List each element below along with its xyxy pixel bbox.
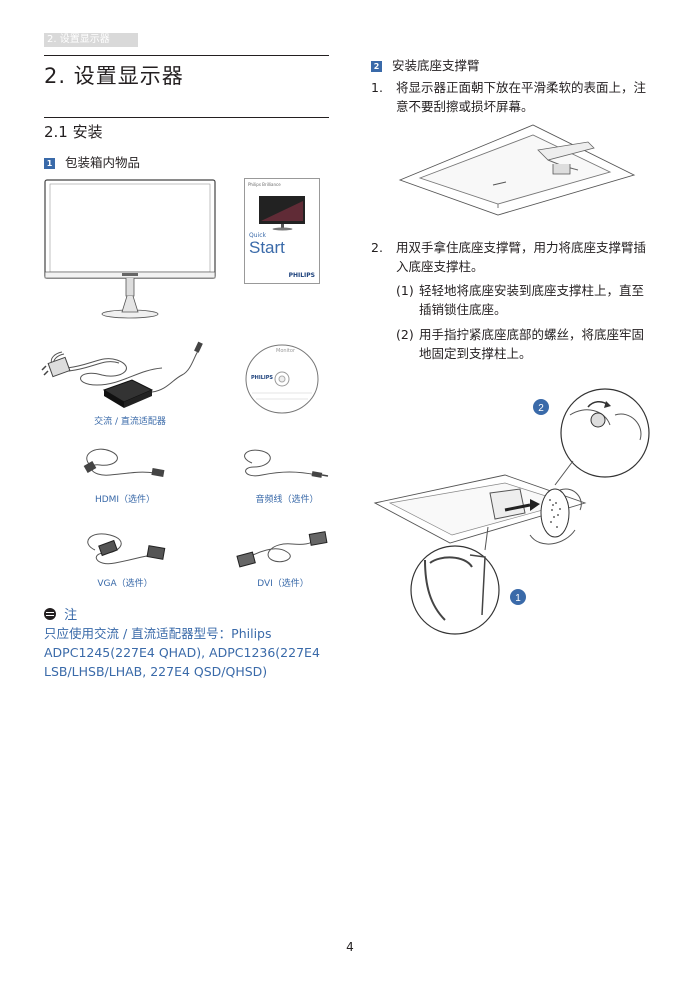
heading-badge: 1: [44, 158, 55, 169]
base-arm-heading-text: 安装底座支撑臂: [391, 58, 480, 73]
substep-1-number: (1): [396, 283, 414, 298]
audio-caption: 音频线（选件）: [255, 495, 319, 505]
step-1-text: 将显示器正面朝下放在平滑柔软的表面上，注意不要刮擦或损坏屏幕。: [396, 80, 647, 114]
cd-label: Monitor: [276, 348, 296, 354]
note-text: 只应使用交流 / 直流适配器型号：Philips ADPC1245(227E4 …: [44, 626, 320, 679]
heading-badge: 2: [371, 61, 382, 72]
quick-start-quick: Quick: [249, 232, 266, 239]
quick-start-top-text: Philips Brilliance: [248, 182, 281, 187]
callout-2: 2: [538, 403, 544, 414]
quick-start-monitor-image: [259, 196, 305, 231]
substep-2-text: 用手指拧紧底座底部的螺丝，将底座牢固地固定到支撑柱上。: [419, 327, 645, 361]
substep-2-number: (2): [396, 327, 414, 342]
page-number: 4: [346, 940, 354, 954]
monitor-illustration: [44, 179, 216, 319]
note-heading: 注: [44, 604, 77, 623]
audio-cable-illustration: [244, 449, 329, 478]
callout-1: 1: [515, 593, 521, 604]
package-heading-text: 包装箱内物品: [64, 155, 140, 170]
base-arm-heading: 2 安装底座支撑臂: [371, 55, 480, 74]
base-assembly-illustration: 2 1: [373, 388, 650, 635]
power-adapter-illustration: [41, 341, 203, 408]
cd-brand: PHILIPS: [251, 375, 274, 381]
dvi-cable-illustration: [236, 531, 328, 568]
cd-illustration: [245, 344, 319, 414]
note-title: 注: [64, 608, 78, 623]
quick-start-brand: PHILIPS: [288, 272, 315, 279]
section-title: 2.1 安装: [44, 123, 103, 141]
hdmi-caption: HDMI（选件）: [94, 495, 156, 505]
quick-start-start: Start: [249, 238, 285, 257]
section-rule: [44, 117, 329, 118]
chapter-title: 2. 设置显示器: [44, 64, 184, 88]
quick-start-guide: Philips Brilliance Quick Start PHILIPS: [244, 178, 320, 284]
vga-cable-illustration: [87, 533, 166, 565]
note-icon: [44, 608, 56, 620]
hdmi-cable-illustration: [83, 448, 165, 477]
adapter-caption: 交流 / 直流适配器: [94, 417, 166, 427]
step-2-number: 2.: [371, 240, 383, 255]
header-tab: 2. 设置显示器: [44, 33, 138, 47]
substep-1-text: 轻轻地将底座安装到底座支撑柱上，直至插销锁住底座。: [419, 283, 645, 317]
chapter-rule: [44, 55, 329, 56]
step-1-number: 1.: [371, 80, 383, 95]
vga-caption: VGA（选件）: [97, 579, 153, 589]
monitor-face-down-illustration: [398, 124, 636, 216]
package-heading: 1 包装箱内物品: [44, 152, 140, 171]
step-2-text: 用双手拿住底座支撑臂，用力将底座支撑臂插入底座支撑柱。: [396, 240, 647, 274]
dvi-caption: DVI（选件）: [257, 579, 309, 589]
